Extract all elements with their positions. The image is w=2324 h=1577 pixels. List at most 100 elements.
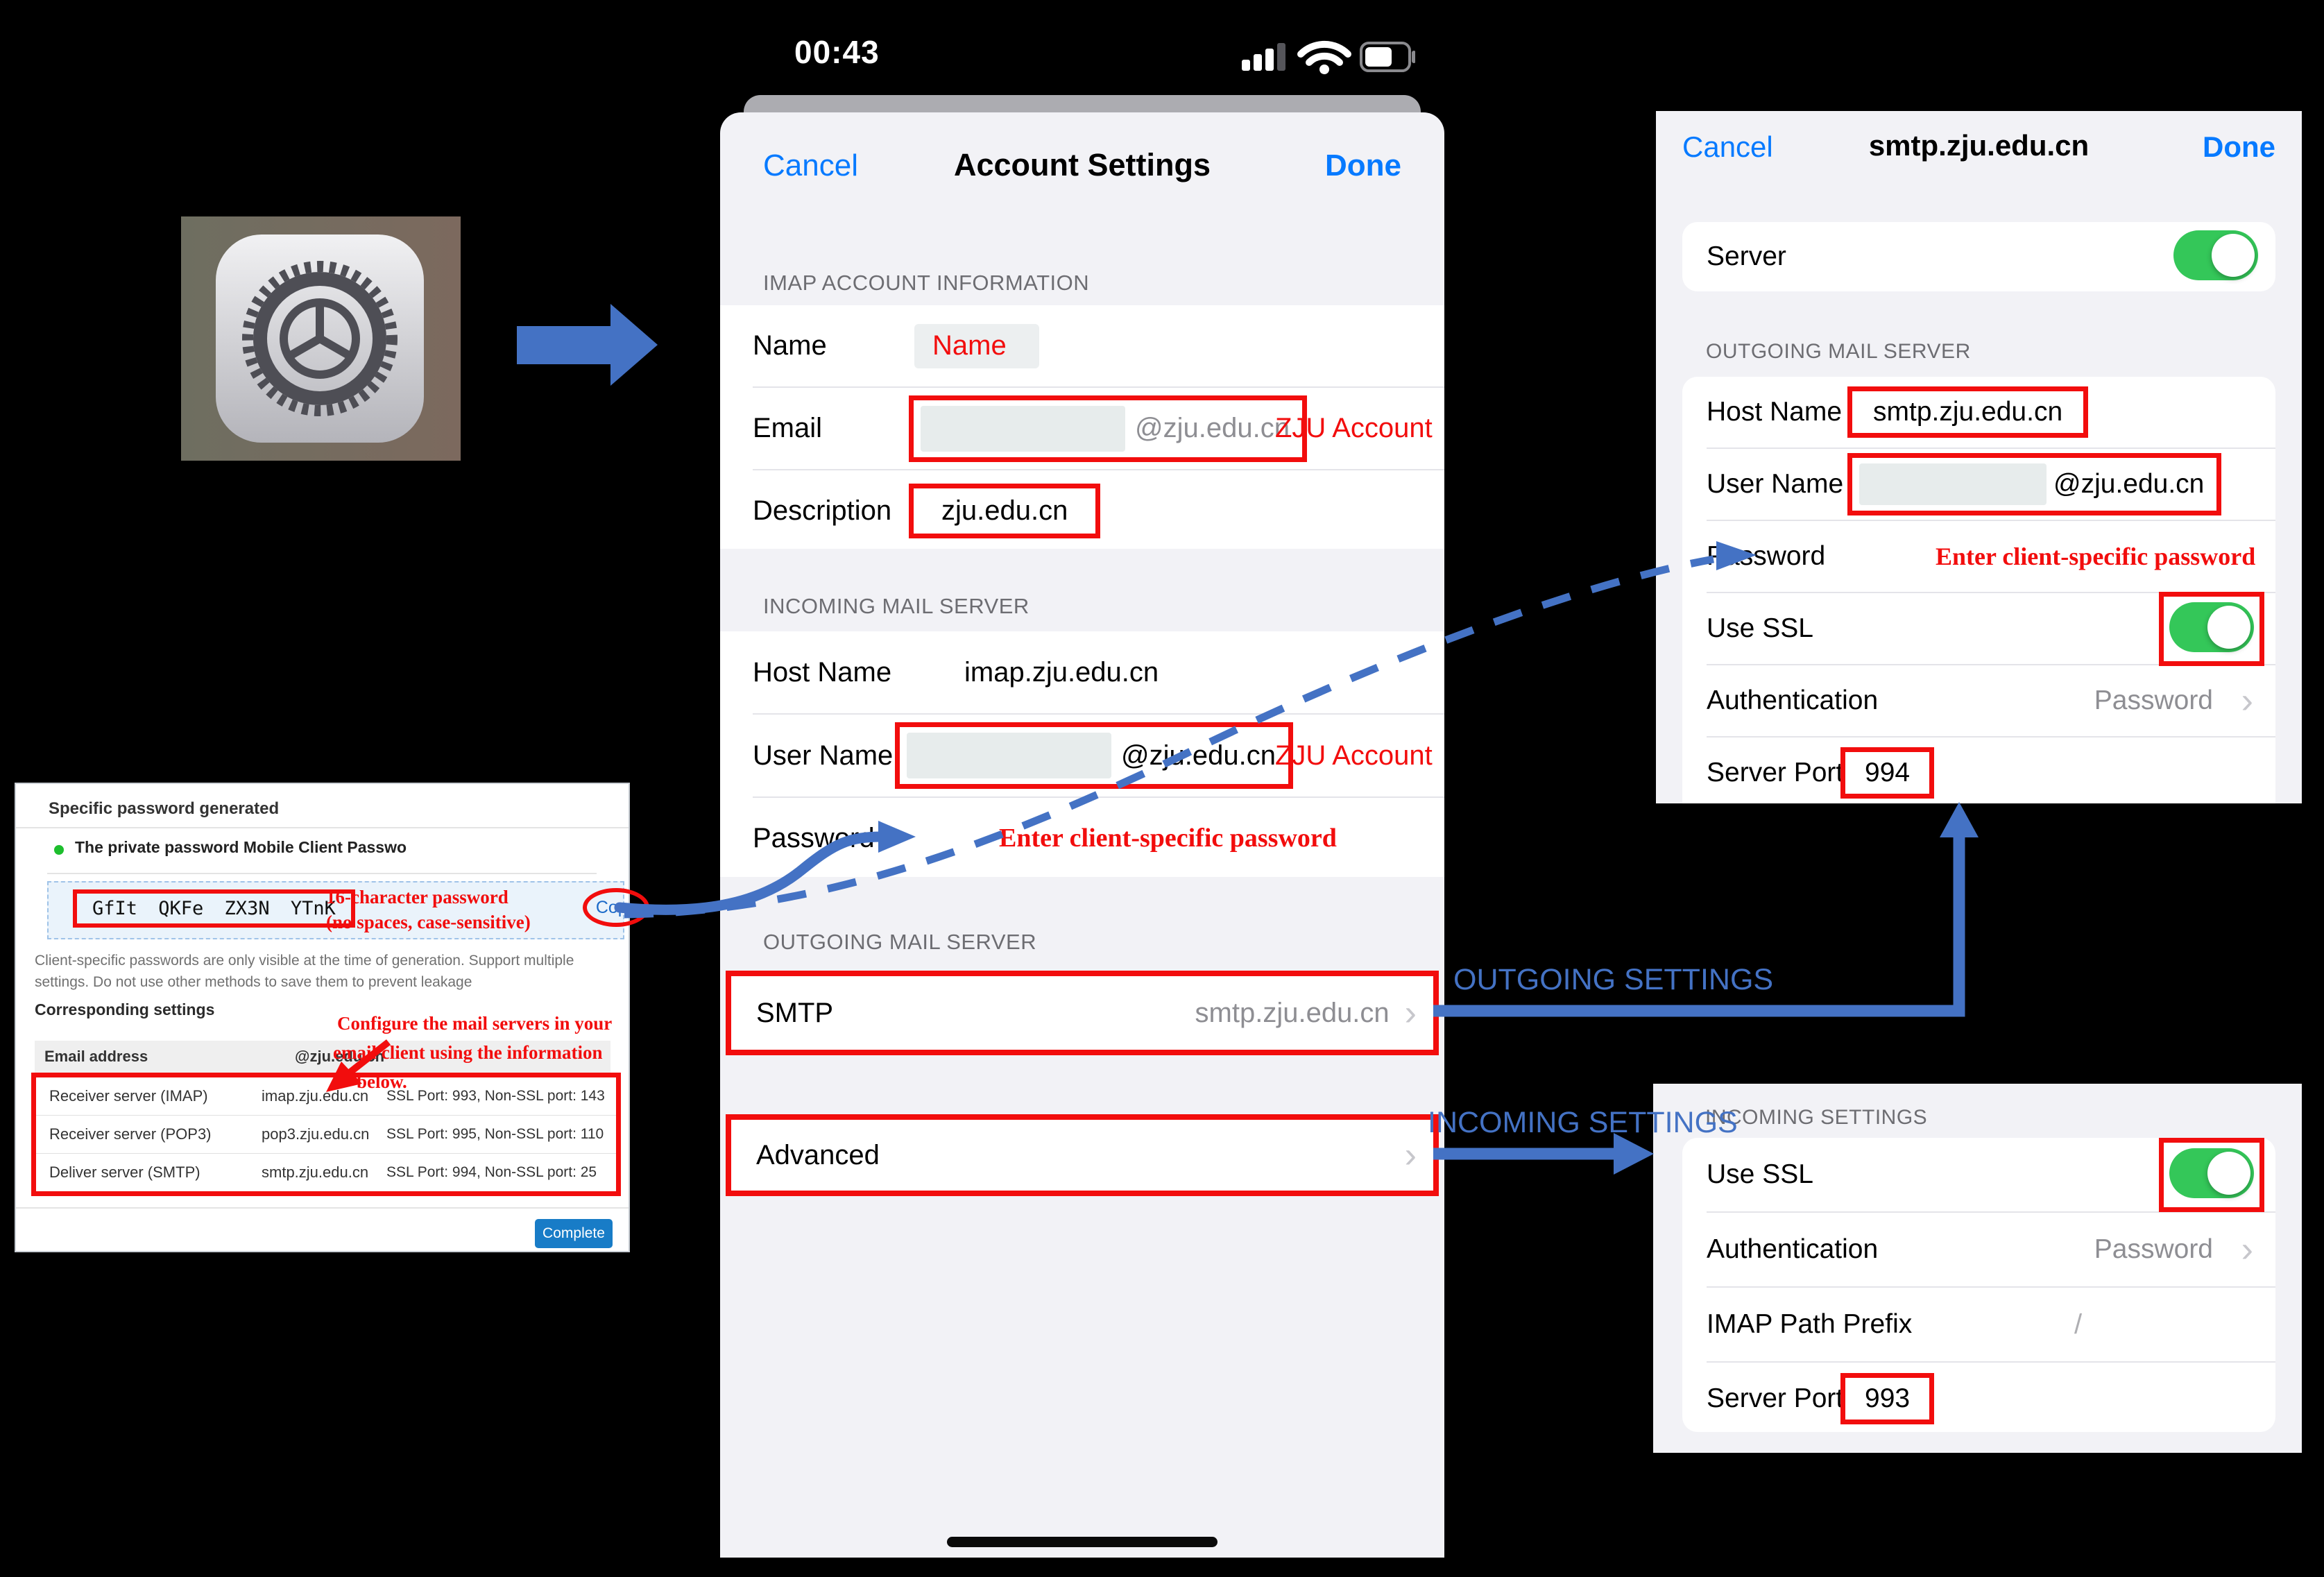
row-divider: [1707, 1211, 2275, 1213]
done-button[interactable]: Done: [1325, 148, 1401, 182]
imap-path-prefix-value: /: [2074, 1309, 2083, 1340]
copy-highlight-circle: Copy: [583, 888, 649, 927]
name-input[interactable]: Name: [914, 323, 1039, 368]
outgoing-server-card: Host Name smtp.zju.edu.cn User Name @zju…: [1682, 377, 2275, 803]
table-header-row: Email address @zju.edu.cn: [35, 1041, 610, 1073]
corresponding-settings-label: Corresponding settings: [35, 1000, 215, 1018]
server-host: smtp.zju.edu.cn: [262, 1163, 369, 1181]
server-host: imap.zju.edu.cn: [262, 1087, 369, 1105]
user-name-field[interactable]: @zju.edu.cn: [1847, 453, 2222, 515]
cancel-button[interactable]: Cancel: [763, 148, 858, 182]
server-name: Deliver server (SMTP): [49, 1163, 200, 1181]
email-label: Email: [753, 413, 823, 443]
server-port-value: 993: [1865, 1383, 1911, 1413]
password-annotation: Enter client-specific password: [999, 824, 1337, 853]
smtp-row[interactable]: SMTP smtp.zju.edu.cn ›: [726, 971, 1439, 1055]
row-divider: [1707, 520, 2275, 521]
home-indicator[interactable]: [947, 1537, 1217, 1547]
user-name-row[interactable]: User Name @zju.edu.cn ZJU Account: [720, 715, 1444, 796]
row-divider: [753, 469, 1444, 470]
email-field[interactable]: @zju.edu.cn: [909, 395, 1307, 462]
status-bar-time: 00:43: [794, 34, 880, 70]
password-generated-dialog: Specific password generated The private …: [15, 783, 649, 1252]
password-label: Password: [753, 822, 875, 853]
host-name-label: Host Name: [1707, 397, 1843, 427]
user-name-field[interactable]: @zju.edu.cn: [895, 722, 1293, 789]
row-divider: [1707, 1286, 2275, 1288]
dialog-divider: [47, 873, 597, 874]
server-ports: SSL Port: 993, Non-SSL port: 143: [386, 1088, 605, 1104]
server-port-field[interactable]: 993: [1840, 1372, 1935, 1424]
use-ssl-toggle[interactable]: [2159, 591, 2264, 666]
host-name-label: Host Name: [753, 656, 892, 688]
imap-path-prefix-row[interactable]: IMAP Path Prefix /: [1682, 1288, 2275, 1361]
server-card: Server: [1682, 222, 2275, 291]
cancel-button[interactable]: Cancel: [1682, 130, 1773, 163]
use-ssl-row[interactable]: Use SSL: [1682, 591, 2275, 666]
server-port-label: Server Port: [1707, 1383, 1844, 1413]
dialog-subtitle: The private password Mobile Client Passw…: [75, 838, 407, 856]
password-row[interactable]: Password Enter client-specific password: [1682, 521, 2275, 592]
account-settings-screen: Cancel Account Settings Done IMAP ACCOUN…: [720, 112, 1444, 1558]
toggle-on: [2169, 602, 2254, 652]
server-port-row[interactable]: Server Port 993: [1682, 1363, 2275, 1434]
email-suffix: @zju.edu.cn: [1135, 413, 1290, 443]
toggle-on: [2173, 230, 2258, 280]
authentication-value: Password: [2094, 1234, 2213, 1264]
authentication-row[interactable]: Authentication Password ›: [1707, 1229, 2253, 1270]
toggle-on: [2169, 1148, 2254, 1198]
email-row[interactable]: Email @zju.edu.cn ZJU Account: [720, 388, 1444, 469]
server-name: Receiver server (IMAP): [49, 1087, 208, 1105]
description-field[interactable]: zju.edu.cn: [909, 484, 1101, 538]
table-row: Receiver server (POP3) pop3.zju.edu.cn S…: [36, 1116, 616, 1154]
authentication-label: Authentication: [1707, 685, 1879, 715]
settings-app-icon[interactable]: [181, 216, 461, 461]
host-name-row[interactable]: Host Name imap.zju.edu.cn: [720, 631, 1444, 713]
battery-icon: [1360, 42, 1415, 72]
server-ports: SSL Port: 994, Non-SSL port: 25: [386, 1164, 597, 1180]
password-label: Password: [1707, 541, 1826, 571]
imap-account-group: Name Name Email @zju.edu.cn ZJU Account …: [720, 305, 1444, 549]
smtp-screen-title: smtp.zju.edu.cn: [1868, 129, 2090, 162]
authentication-row[interactable]: Authentication Password ›: [1707, 681, 2253, 721]
row-divider: [753, 386, 1444, 388]
row-divider: [1707, 736, 2275, 738]
zju-account-annotation: ZJU Account: [1275, 740, 1433, 771]
table-rows-highlight: Receiver server (IMAP) imap.zju.edu.cn S…: [31, 1073, 621, 1196]
settings-to-phone-arrow: [517, 304, 658, 386]
name-value: Name: [932, 330, 1007, 361]
host-name-row[interactable]: Host Name smtp.zju.edu.cn: [1682, 377, 2275, 447]
user-name-row[interactable]: User Name @zju.edu.cn: [1682, 449, 2275, 520]
server-port-label: Server Port: [1707, 757, 1844, 787]
name-row[interactable]: Name Name: [720, 305, 1444, 386]
description-row[interactable]: Description zju.edu.cn: [720, 470, 1444, 552]
host-name-field[interactable]: smtp.zju.edu.cn: [1847, 386, 2089, 438]
incoming-settings-screen: INCOMING SETTINGS Use SSL Authentication…: [1653, 1084, 2302, 1453]
user-name-label: User Name: [753, 740, 894, 771]
advanced-label: Advanced: [756, 1139, 880, 1170]
generated-password: GfIt QKFe ZX3N YTnK: [92, 898, 336, 919]
advanced-row[interactable]: Advanced ›: [726, 1114, 1439, 1196]
use-ssl-label: Use SSL: [1707, 613, 1813, 643]
use-ssl-row[interactable]: Use SSL: [1682, 1137, 2275, 1212]
server-port-field[interactable]: 994: [1840, 747, 1935, 799]
complete-button[interactable]: Complete: [535, 1219, 613, 1248]
description-label: Description: [753, 495, 892, 526]
server-toggle[interactable]: [2173, 230, 2258, 284]
server-port-row[interactable]: Server Port 994: [1682, 738, 2275, 808]
redacted-email-chip: [921, 405, 1125, 452]
dialog-title: Specific password generated: [49, 799, 280, 818]
table-row: Receiver server (IMAP) imap.zju.edu.cn S…: [36, 1077, 616, 1116]
row-divider: [1707, 592, 2275, 593]
row-divider: [1707, 447, 2275, 449]
use-ssl-toggle[interactable]: [2159, 1137, 2264, 1212]
status-bar-icons: [1242, 40, 1415, 74]
server-row[interactable]: Server: [1682, 222, 2275, 291]
copy-button[interactable]: Copy: [595, 897, 637, 917]
row-divider: [1707, 664, 2275, 665]
done-button[interactable]: Done: [2203, 130, 2275, 163]
green-status-dot: [54, 845, 64, 855]
password-row[interactable]: Password Enter client-specific password: [720, 798, 1444, 878]
password-box: GfIt QKFe ZX3N YTnK: [73, 889, 355, 928]
